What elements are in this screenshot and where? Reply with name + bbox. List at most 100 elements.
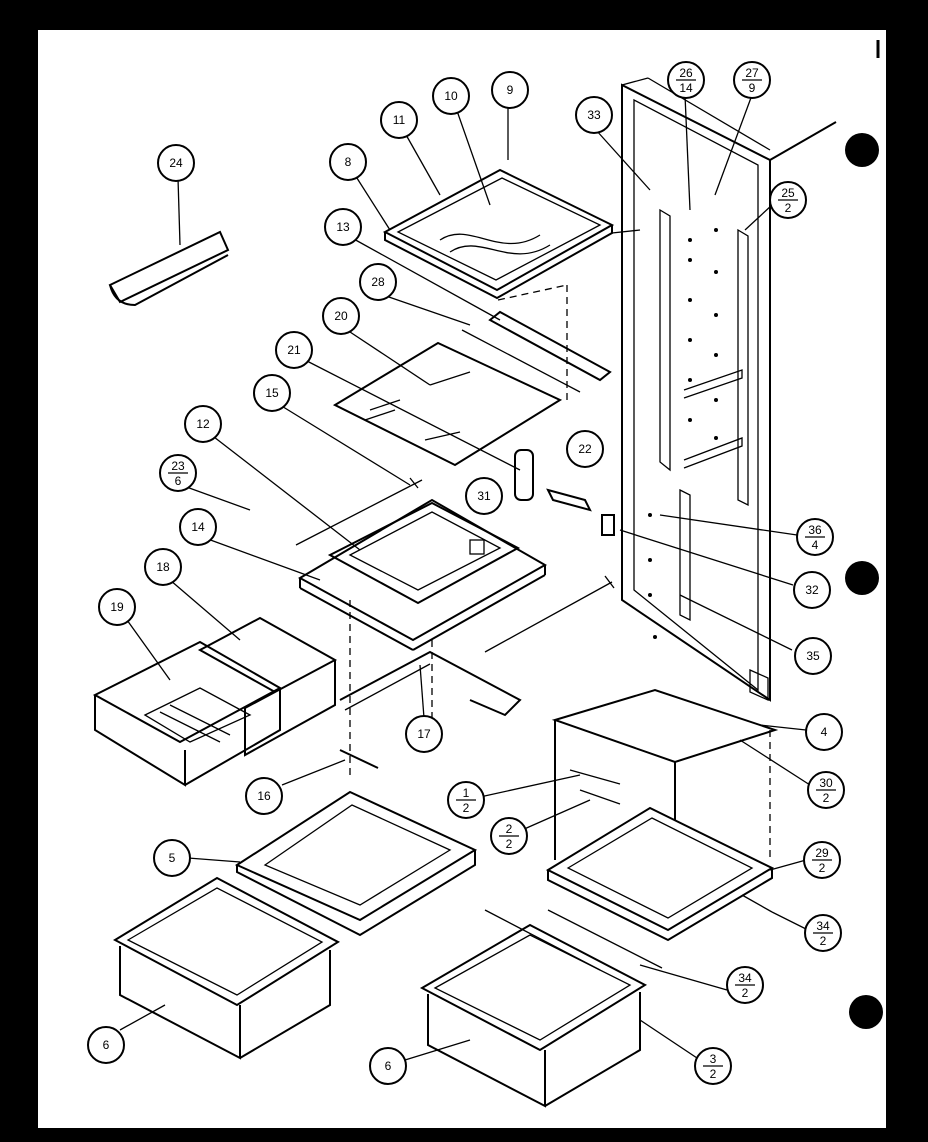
callout-35: 35 bbox=[794, 637, 832, 675]
callout-part-number: 32 bbox=[805, 583, 819, 597]
callout-quantity: 2 bbox=[463, 801, 470, 815]
callout-circle bbox=[184, 405, 222, 443]
callout-circle bbox=[380, 101, 418, 139]
callout-23-qty-6: 236 bbox=[159, 454, 197, 492]
binder-hole-bottom bbox=[849, 995, 883, 1029]
callout-part-number: 10 bbox=[444, 89, 458, 103]
callout-part-number: 18 bbox=[156, 560, 170, 574]
callout-part-number: 23 bbox=[171, 459, 185, 473]
callout-24: 24 bbox=[157, 144, 195, 182]
binder-hole-top bbox=[845, 133, 879, 167]
callout-quantity: 6 bbox=[175, 474, 182, 488]
callout-circle bbox=[794, 637, 832, 675]
callout-circle bbox=[805, 713, 843, 751]
callout-part-number: 14 bbox=[191, 520, 205, 534]
callout-part-number: 33 bbox=[587, 108, 601, 122]
callout-quantity: 2 bbox=[823, 791, 830, 805]
callout-part-number: 1 bbox=[463, 786, 470, 800]
callout-circle bbox=[793, 571, 831, 609]
callout-circle bbox=[491, 71, 529, 109]
callout-part-number: 5 bbox=[169, 851, 176, 865]
callout-17: 17 bbox=[405, 715, 443, 753]
callout-circle bbox=[144, 548, 182, 586]
callout-quantity: 2 bbox=[710, 1067, 717, 1081]
callout-circle bbox=[253, 374, 291, 412]
callout-8: 8 bbox=[329, 143, 367, 181]
leader-lines bbox=[119, 94, 811, 1061]
callout-part-number: 17 bbox=[417, 727, 431, 741]
callout-part-number: 4 bbox=[821, 725, 828, 739]
callout-33: 33 bbox=[575, 96, 613, 134]
callout-part-number: 27 bbox=[745, 66, 759, 80]
callout-quantity: 2 bbox=[506, 837, 513, 851]
part-16 bbox=[339, 749, 379, 769]
callout-1-qty-2: 12 bbox=[447, 781, 485, 819]
callout-6: 6 bbox=[369, 1047, 407, 1085]
callout-36-qty-4: 364 bbox=[796, 518, 834, 556]
exploded-parts-diagram: 2411109813282021151222311418191716566333… bbox=[87, 40, 883, 1108]
callout-32: 32 bbox=[793, 571, 831, 609]
callout-27-qty-9: 279 bbox=[733, 61, 771, 99]
callout-2-qty-2: 22 bbox=[490, 817, 528, 855]
callout-3-qty-2: 32 bbox=[694, 1047, 732, 1085]
callout-circle bbox=[157, 144, 195, 182]
callout-circle bbox=[87, 1026, 125, 1064]
callout-part-number: 31 bbox=[477, 489, 491, 503]
callout-part-number: 30 bbox=[819, 776, 833, 790]
callout-quantity: 2 bbox=[819, 861, 826, 875]
callout-quantity: 2 bbox=[742, 986, 749, 1000]
callout-circle bbox=[322, 297, 360, 335]
binder-hole-middle bbox=[845, 561, 879, 595]
callout-circle bbox=[432, 77, 470, 115]
callout-21: 21 bbox=[275, 331, 313, 369]
callout-part-number: 26 bbox=[679, 66, 693, 80]
callout-quantity: 9 bbox=[749, 81, 756, 95]
callout-circle bbox=[575, 96, 613, 134]
right-crisper-cover bbox=[484, 806, 775, 971]
callout-34-qty-2: 342 bbox=[726, 966, 764, 1004]
right-crisper-drawer bbox=[419, 923, 648, 1108]
callout-part-number: 8 bbox=[345, 155, 352, 169]
callout-part-number: 9 bbox=[507, 83, 514, 97]
callout-part-number: 19 bbox=[110, 600, 124, 614]
callout-part-number: 29 bbox=[815, 846, 829, 860]
callout-28: 28 bbox=[359, 263, 397, 301]
callout-part-number: 25 bbox=[781, 186, 795, 200]
callout-part-number: 13 bbox=[336, 220, 350, 234]
callout-13: 13 bbox=[324, 208, 362, 246]
callout-circle bbox=[566, 430, 604, 468]
callout-circle bbox=[369, 1047, 407, 1085]
callout-part-number: 16 bbox=[257, 789, 271, 803]
callout-part-number: 11 bbox=[393, 113, 406, 127]
callout-quantity: 2 bbox=[785, 201, 792, 215]
callout-circle bbox=[329, 143, 367, 181]
meat-keeper-drawer bbox=[92, 616, 338, 787]
bracket-17 bbox=[339, 650, 522, 717]
crisper-frame-assembly bbox=[295, 477, 615, 780]
callout-quantity: 4 bbox=[812, 538, 819, 552]
callout-20: 20 bbox=[322, 297, 360, 335]
callout-11: 11 bbox=[380, 101, 418, 139]
callout-circle bbox=[465, 477, 503, 515]
callout-part-number: 12 bbox=[196, 417, 210, 431]
callout-34-qty-2: 342 bbox=[804, 914, 842, 952]
callout-circle bbox=[405, 715, 443, 753]
callout-circle bbox=[359, 263, 397, 301]
callout-10: 10 bbox=[432, 77, 470, 115]
callout-part-number: 3 bbox=[710, 1052, 717, 1066]
callout-9: 9 bbox=[491, 71, 529, 109]
deli-tray bbox=[108, 230, 230, 307]
right-crisper-cabinet bbox=[551, 688, 779, 860]
callout-part-number: 24 bbox=[169, 156, 183, 170]
callout-circle bbox=[179, 508, 217, 546]
callout-5: 5 bbox=[153, 839, 191, 877]
callout-part-number: 6 bbox=[385, 1059, 392, 1073]
callout-19: 19 bbox=[98, 588, 136, 626]
callout-29-qty-2: 292 bbox=[803, 841, 841, 879]
callout-circle bbox=[275, 331, 313, 369]
callout-circle bbox=[245, 777, 283, 815]
revision-footer: 18 REV 1 bbox=[120, 1127, 191, 1142]
callout-30-qty-2: 302 bbox=[807, 771, 845, 809]
